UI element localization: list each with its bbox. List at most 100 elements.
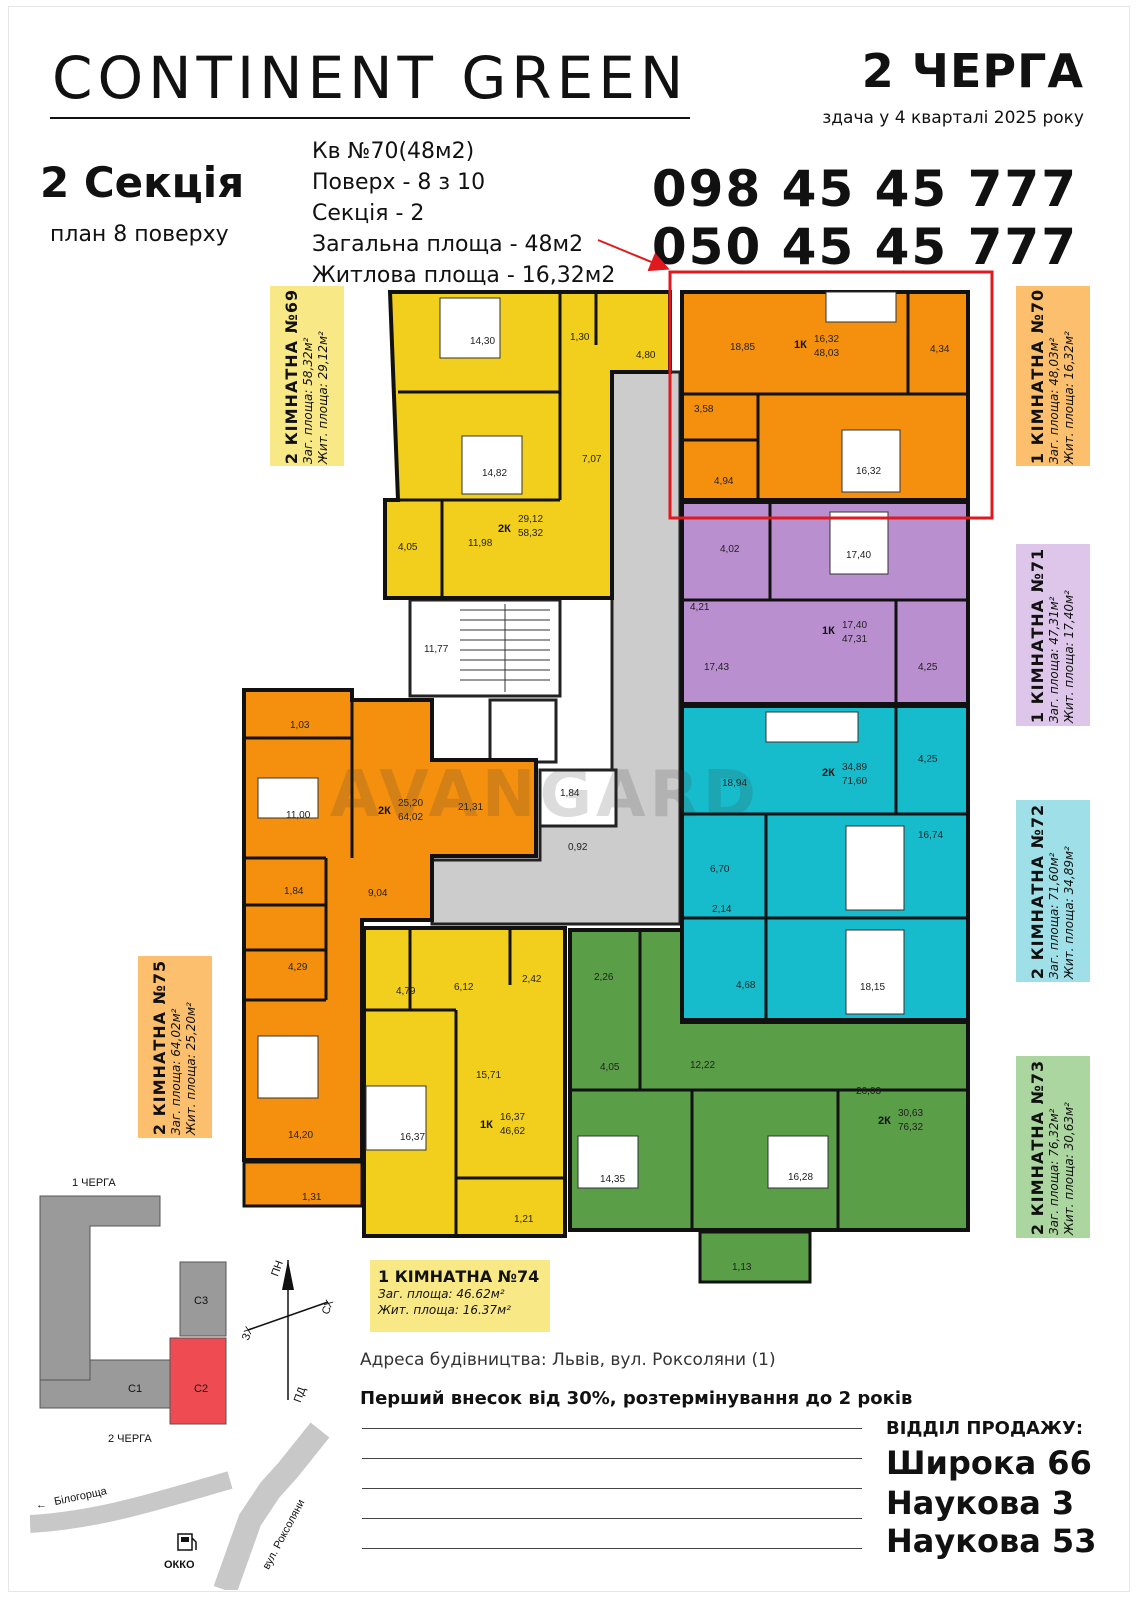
- highlight-arrow: [597, 239, 670, 272]
- room-area: 1,30: [570, 332, 590, 343]
- elevator-shaft: [488, 698, 558, 764]
- apartment-total-area: Заг. площа: 64,02м²: [169, 1008, 184, 1135]
- spec-line: Загальна площа - 48м2: [312, 232, 584, 257]
- room-area: 17,43: [704, 662, 729, 673]
- room-area: 11,00: [286, 810, 311, 821]
- apartment-label-70: 1 КІМНАТНА №70 Заг. площа: 48,03м² Жит. …: [1016, 286, 1090, 466]
- apartment-living-area: Жит. площа: 16,32м²: [1062, 330, 1077, 464]
- phone-number[interactable]: 098 45 45 777: [651, 160, 1078, 218]
- apartment-title: 1 КІМНАТНА №74: [378, 1267, 540, 1286]
- stair-steps: [460, 604, 550, 692]
- apartment-living: 25,20: [398, 798, 423, 809]
- site-map: 1 ЧЕРГА С1 С2 С3 2 ЧЕРГА ПН СХ ПД ЗХ вул…: [30, 1177, 337, 1590]
- apartment-living: 17,40: [842, 620, 867, 631]
- apartment-title: 2 КІМНАТНА №69: [282, 288, 302, 464]
- apartment-label-73: 2 КІМНАТНА №73 Заг. площа: 76,32м² Жит. …: [1016, 1056, 1090, 1238]
- apartment-70: [680, 290, 970, 502]
- room-area: 4,79: [396, 986, 416, 997]
- apartment-rooms: 2К: [878, 1115, 891, 1127]
- queue-title: 2 ЧЕРГА: [861, 44, 1084, 98]
- section-label-c3: С3: [194, 1295, 208, 1307]
- apartment-title: 1 КІМНАТНА №71: [1028, 547, 1048, 723]
- room-area: 1,31: [302, 1192, 322, 1203]
- section-1-building: [39, 1195, 161, 1381]
- apartment-living: 29,12: [518, 514, 543, 525]
- room-area: 6,12: [454, 982, 474, 993]
- apartment-specs: Кв №70(48м2) Поверх - 8 з 10 Секція - 2 …: [312, 136, 615, 291]
- fill-in-line: [362, 1488, 862, 1489]
- apartment-rooms: 2К: [378, 805, 391, 817]
- handover-date: здача у 4 кварталі 2025 року: [822, 108, 1084, 128]
- section-title: 2 Секція: [40, 158, 245, 207]
- apartment-rooms: 2К: [498, 523, 511, 535]
- apartment-total-area: Заг. площа: 58,32м²: [301, 337, 316, 464]
- room-area: 6,70: [710, 864, 730, 875]
- room-area: 4,80: [636, 350, 656, 361]
- apartment-total: 64,02: [398, 812, 423, 823]
- room-area: 14,30: [470, 336, 495, 347]
- room-area: 21,31: [458, 802, 483, 813]
- room-area: 18,94: [722, 778, 747, 789]
- apartment-label-75: 2 КІМНАТНА №75 Заг. площа: 64,02м² Жит. …: [138, 956, 212, 1138]
- apartment-rooms: 2К: [822, 767, 835, 779]
- balcony: [242, 1160, 364, 1208]
- spec-line: Кв №70(48м2): [312, 139, 475, 164]
- apartment-living: 16,37: [500, 1112, 525, 1123]
- room-area: 1,84: [284, 886, 304, 897]
- room-area: 4,21: [690, 602, 710, 613]
- room-area: 0,92: [568, 842, 588, 853]
- phone-number[interactable]: 050 45 45 777: [651, 218, 1078, 276]
- road-roksoliany: [213, 1422, 330, 1590]
- apartment-living-area: Жит. площа: 16.37м²: [378, 1303, 511, 1317]
- spec-line: Житлова площа - 16,32м2: [312, 263, 616, 288]
- room-area: 4,25: [918, 662, 938, 673]
- apartment-total-area: Заг. площа: 47,31м²: [1047, 596, 1062, 723]
- apartment-living-area: Жит. площа: 29,12м²: [316, 330, 331, 464]
- apartment-total-area: Заг. площа: 76,32м²: [1047, 1108, 1062, 1235]
- room-area: 16,37: [400, 1132, 425, 1143]
- payment-terms: Перший внесок від 30%, розтермінування д…: [360, 1388, 913, 1409]
- compass-north: ПН: [269, 1259, 286, 1278]
- sales-office: Наукова 3: [886, 1484, 1075, 1522]
- fuel-station-icon: [177, 1533, 197, 1551]
- fill-in-line: [362, 1458, 862, 1459]
- room-area: 4,34: [930, 344, 950, 355]
- room-area: 2,42: [522, 974, 542, 985]
- room-area: 1,84: [560, 788, 580, 799]
- section-label-c2: С2: [194, 1383, 208, 1395]
- apartment-total: 48,03: [814, 348, 839, 359]
- spec-line: Поверх - 8 з 10: [312, 170, 486, 195]
- apartment-title: 2 КІМНАТНА №72: [1028, 803, 1048, 979]
- apartment-living-area: Жит. площа: 30,63м²: [1062, 1101, 1077, 1235]
- apartment-total: 47,31: [842, 634, 867, 645]
- room-area: 2,14: [712, 904, 732, 915]
- compass-east: СХ: [320, 1298, 337, 1317]
- apartment-living-area: Жит. площа: 34,89м²: [1062, 845, 1077, 979]
- apartment-label-71: 1 КІМНАТНА №71 Заг. площа: 47,31м² Жит. …: [1016, 544, 1090, 726]
- brand-underline: [50, 117, 690, 119]
- balcony: [698, 1230, 812, 1284]
- room-area: 4,05: [600, 1062, 620, 1073]
- queue-2-label: 2 ЧЕРГА: [108, 1433, 152, 1445]
- room-area: 11,77: [424, 644, 449, 655]
- room-area: 3,58: [694, 404, 714, 415]
- apartment-title: 1 КІМНАТНА №70: [1028, 288, 1048, 464]
- apartment-label-69: 2 КІМНАТНА №69 Заг. площа: 58,32м² Жит. …: [270, 286, 344, 466]
- apartment-living: 34,89: [842, 762, 867, 773]
- page-frame: [8, 6, 1130, 1592]
- apartment-total-area: Заг. площа: 71,60м²: [1047, 852, 1062, 979]
- apartment-label-74: 1 КІМНАТНА №74 Заг. площа: 46.62м² Жит. …: [370, 1260, 550, 1332]
- apartment-total-area: Заг. площа: 46.62м²: [378, 1287, 505, 1301]
- room-area: 7,07: [582, 454, 602, 465]
- apartment-rooms: 1К: [480, 1119, 493, 1131]
- brand-logo: CONTINENT GREEN: [52, 44, 689, 112]
- apartment-label-72: 2 КІМНАТНА №72 Заг. площа: 71,60м² Жит. …: [1016, 800, 1090, 982]
- section-label-c1: С1: [128, 1383, 142, 1395]
- room-area: 12,22: [690, 1060, 715, 1071]
- arrow-left-icon: ←: [36, 1499, 47, 1511]
- room-area: 18,85: [730, 342, 755, 353]
- road-bilohorshcha: [30, 1471, 233, 1533]
- sales-office-title: ВІДДІЛ ПРОДАЖУ:: [886, 1418, 1084, 1439]
- apartment-total-area: Заг. площа: 48,03м²: [1047, 337, 1062, 464]
